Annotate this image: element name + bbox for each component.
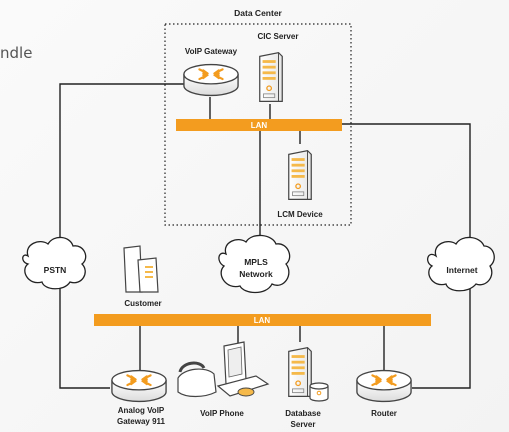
- voip-phone-icon: [177, 341, 270, 398]
- voip-gateway-icon: [182, 63, 240, 97]
- data-center-boundary: [164, 23, 352, 226]
- lan-bottom-label: LAN: [254, 316, 271, 325]
- database-server-label-line1: Database: [285, 409, 321, 418]
- lan-top-label: LAN: [251, 121, 268, 130]
- voip-phone-label: VoIP Phone: [200, 409, 244, 418]
- mpls-label-line1: MPLS: [244, 257, 268, 267]
- database-server-label-line2: Server: [291, 420, 316, 429]
- data-center-label: Data Center: [234, 8, 282, 18]
- analog-voip-gateway-icon: [110, 369, 168, 403]
- analog-voip-label-line2: Gateway 911: [117, 417, 166, 426]
- link-gateway-pstn-analog: [59, 83, 190, 389]
- analog-voip-label-line1: Analog VoIP: [118, 406, 165, 415]
- mpls-cloud-icon: [218, 234, 291, 294]
- pstn-label: PSTN: [44, 265, 67, 275]
- customer-icon: [123, 245, 159, 293]
- router-icon: [355, 369, 413, 403]
- voip-gateway-label: VoIP Gateway: [185, 47, 238, 56]
- lan-bar-top: [176, 119, 342, 131]
- cic-server-label: CIC Server: [258, 32, 299, 41]
- mpls-label-line2: Network: [239, 269, 273, 279]
- title-fragment: ndle: [0, 44, 32, 62]
- customer-label: Customer: [124, 299, 161, 308]
- internet-cloud-icon: [426, 236, 495, 292]
- lan-bar-bottom: [94, 314, 431, 326]
- router-label: Router: [371, 409, 397, 418]
- pstn-cloud-icon: [22, 236, 87, 290]
- internet-label: Internet: [446, 265, 477, 275]
- cic-server-icon: [259, 51, 283, 103]
- lcm-device-icon: [288, 149, 312, 201]
- database-server-icon: [288, 346, 312, 398]
- database-cylinder-icon: [309, 382, 329, 402]
- lcm-device-label: LCM Device: [277, 210, 323, 219]
